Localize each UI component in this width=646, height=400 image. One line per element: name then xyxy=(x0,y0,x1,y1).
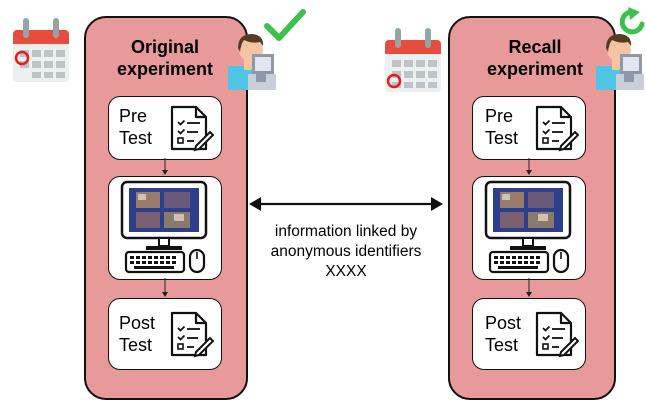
pre-test-label: Pre Test xyxy=(119,106,153,148)
person-at-computer-icon xyxy=(222,28,276,90)
pre-test-label: Pre Test xyxy=(485,106,519,148)
calendar-icon xyxy=(10,16,72,86)
document-checklist-icon xyxy=(533,104,579,152)
flow-arrow xyxy=(524,278,534,298)
document-checklist-icon xyxy=(168,310,214,358)
desktop-computer-icon xyxy=(482,180,576,274)
recall-experiment-title: Recall experiment xyxy=(486,37,584,79)
flow-arrow xyxy=(524,158,534,176)
link-description: information linked by anonymous identifi… xyxy=(270,223,422,280)
document-checklist-icon xyxy=(168,104,214,152)
post-test-label: Post Test xyxy=(119,313,156,355)
post-test-label: Post Test xyxy=(485,313,522,355)
calendar-icon xyxy=(382,26,444,96)
green-checkmark-icon xyxy=(264,8,306,42)
flow-arrow xyxy=(160,158,170,176)
original-experiment-title: Original experiment xyxy=(116,37,214,79)
green-refresh-icon xyxy=(620,6,646,38)
double-headed-arrow-icon xyxy=(248,194,444,214)
person-at-computer-icon xyxy=(590,28,644,90)
desktop-computer-icon xyxy=(118,180,212,274)
flow-arrow xyxy=(160,278,170,298)
document-checklist-icon xyxy=(533,310,579,358)
